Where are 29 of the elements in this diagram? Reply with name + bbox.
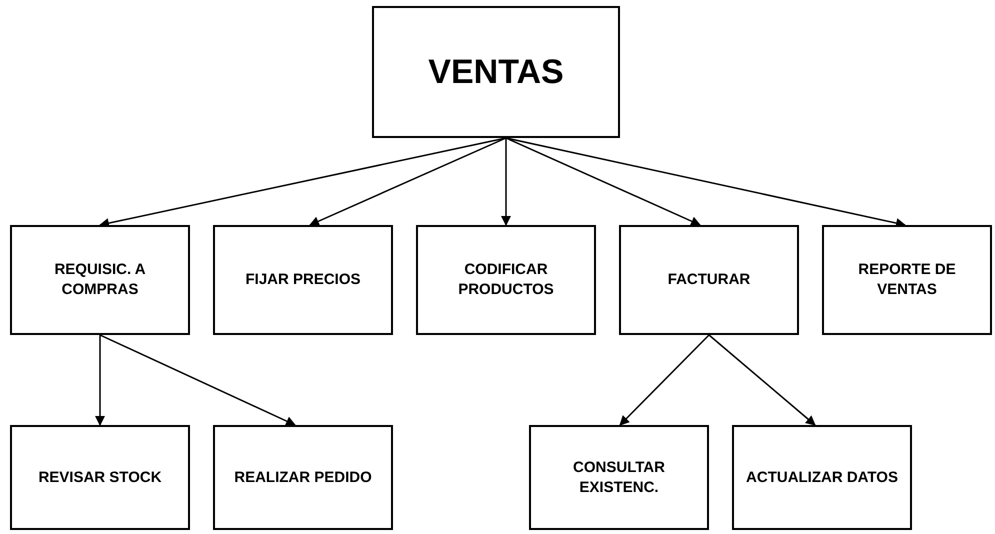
arrow xyxy=(619,334,710,426)
box-label: FACTURAR xyxy=(668,270,750,290)
box xyxy=(372,6,620,138)
box-label: CONSULTAR EXISTENC. xyxy=(572,458,666,498)
box xyxy=(213,225,393,335)
box-label: FIJAR PRECIOS xyxy=(245,270,361,290)
box-label: VENTAS xyxy=(428,52,564,93)
box xyxy=(529,425,709,530)
box-label: REVISAR STOCK xyxy=(38,468,162,488)
box-label: CODIFICAR PRODUCTOS xyxy=(457,260,555,300)
box xyxy=(416,225,596,335)
box xyxy=(822,225,992,335)
box-label: REQUISIC. A COMPRAS xyxy=(53,260,147,300)
box xyxy=(213,425,393,530)
arrow xyxy=(501,138,511,226)
box xyxy=(732,425,912,530)
arrow xyxy=(309,137,506,226)
arrow xyxy=(506,137,906,228)
box xyxy=(619,225,799,335)
box xyxy=(10,425,190,530)
arrow xyxy=(99,137,506,228)
box-label: REALIZAR PEDIDO xyxy=(234,468,372,488)
arrow xyxy=(100,334,296,426)
box-label: ACTUALIZAR DATOS xyxy=(746,468,898,488)
arrow xyxy=(506,137,701,226)
arrow xyxy=(95,335,105,426)
box-label: REPORTE DE VENTAS xyxy=(857,260,957,300)
arrow xyxy=(708,334,816,426)
box xyxy=(10,225,190,335)
